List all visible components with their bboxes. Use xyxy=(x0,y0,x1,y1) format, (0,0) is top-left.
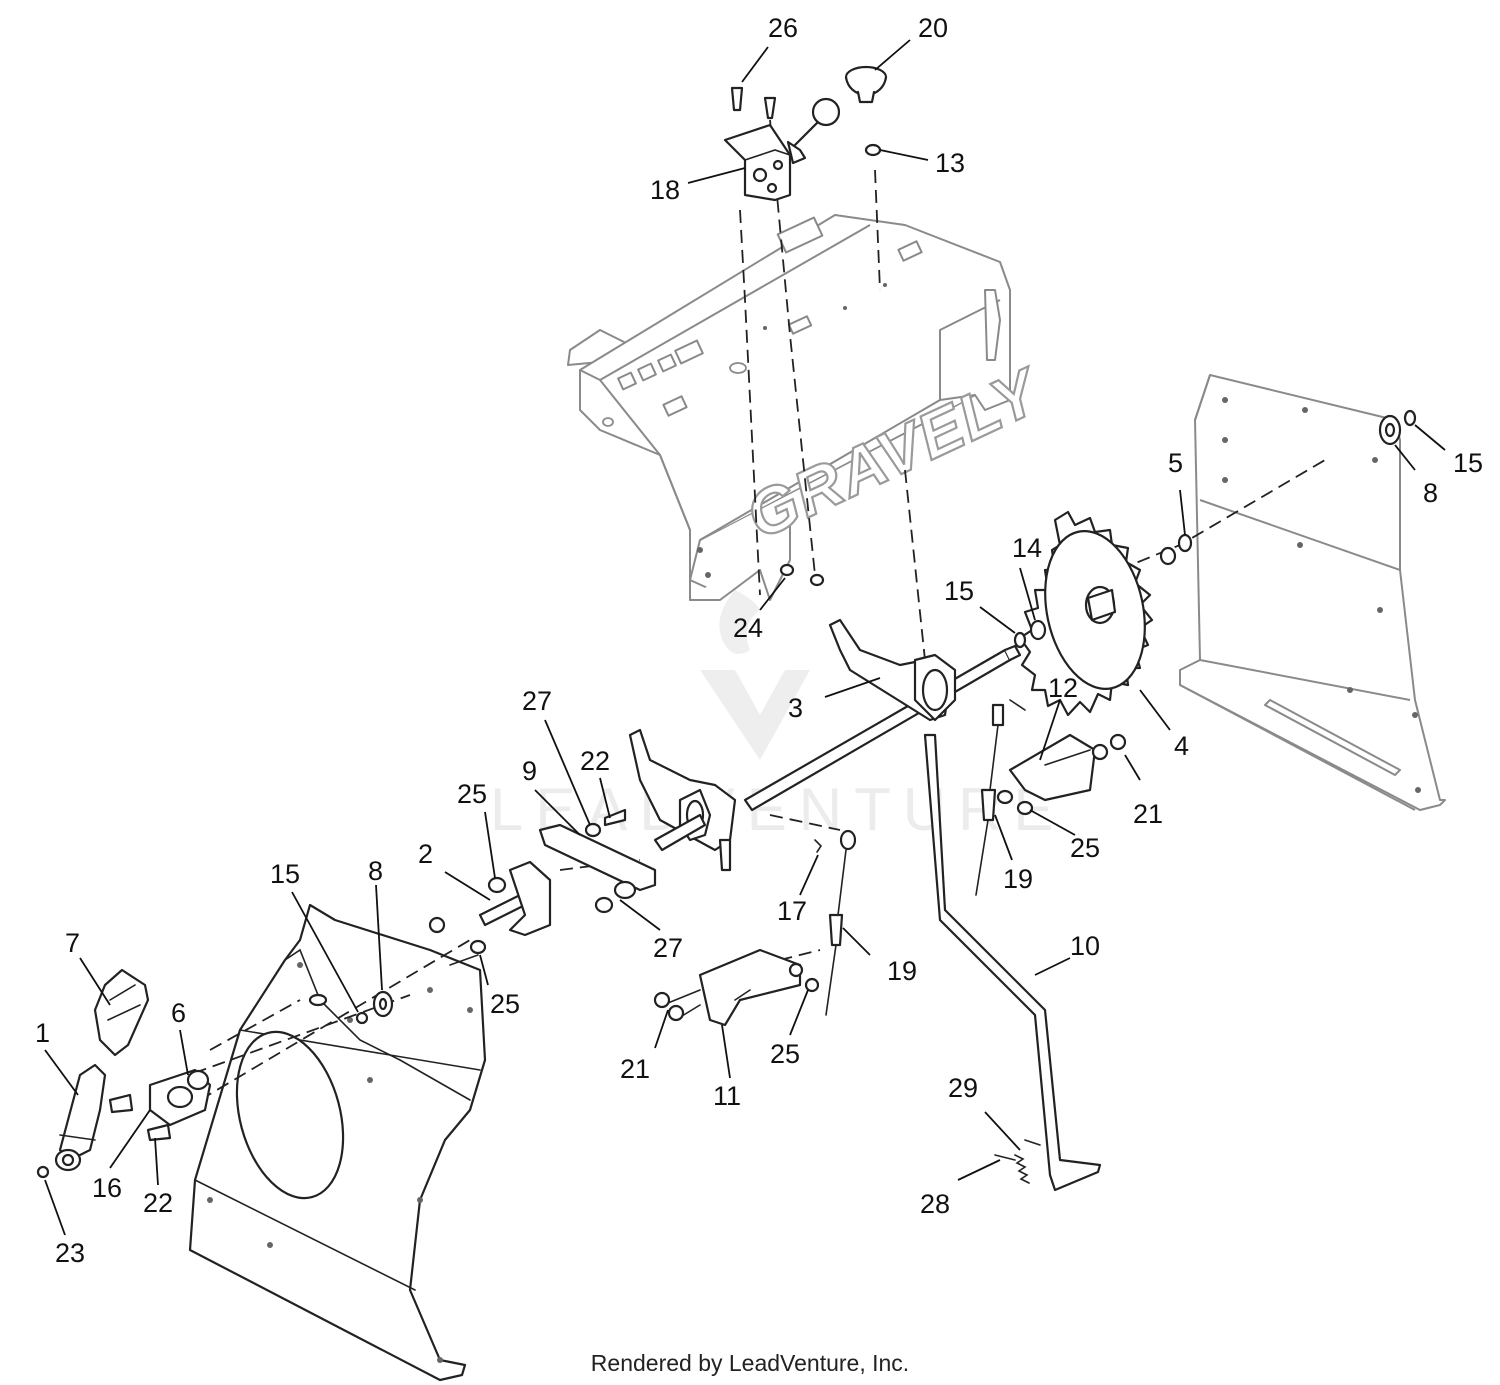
callout-4: 4 xyxy=(1174,731,1189,761)
bushing-8-left xyxy=(355,990,394,1025)
callout-14: 14 xyxy=(1012,533,1042,563)
left-side-plate xyxy=(188,903,487,1382)
callout-10: 10 xyxy=(1070,931,1100,961)
main-shaft-3 xyxy=(743,618,1022,812)
callout-11: 11 xyxy=(713,1081,741,1111)
link-2 xyxy=(428,823,657,966)
callout-21-right: 21 xyxy=(1133,799,1163,829)
callout-17: 17 xyxy=(777,896,807,926)
leader-lines xyxy=(44,39,1446,1236)
washer-23 xyxy=(36,1165,50,1179)
washer-14 xyxy=(1013,619,1047,649)
callout-22-bottom: 22 xyxy=(143,1188,173,1218)
callout-13: 13 xyxy=(935,148,965,178)
callout-18: 18 xyxy=(650,175,680,205)
callout-27-bottom: 27 xyxy=(653,933,683,963)
nut-24 xyxy=(779,563,825,587)
callout-6: 6 xyxy=(171,998,186,1028)
callout-25-left: 25 xyxy=(490,989,520,1019)
callout-9: 9 xyxy=(522,756,537,786)
callout-12: 12 xyxy=(1048,673,1078,703)
shift-lever-assembly xyxy=(723,86,841,202)
watermark: LEADVENTURE xyxy=(490,590,1053,843)
right-side-plate xyxy=(1179,374,1446,811)
callout-15-shaft: 15 xyxy=(944,576,974,606)
callout-23: 23 xyxy=(55,1238,85,1268)
bracket-12 xyxy=(996,733,1127,816)
callout-7: 7 xyxy=(65,928,80,958)
callout-1: 1 xyxy=(35,1018,50,1048)
callout-24: 24 xyxy=(733,613,763,643)
callout-28: 28 xyxy=(920,1189,950,1219)
cable-19-right xyxy=(975,699,1026,896)
cable-19-center xyxy=(825,829,857,1016)
bearing-6 xyxy=(108,1068,212,1142)
callout-3: 3 xyxy=(788,693,803,723)
clip-17 xyxy=(814,839,823,853)
callout-15-right: 15 xyxy=(1453,448,1483,478)
callout-2: 2 xyxy=(418,839,433,869)
callout-20: 20 xyxy=(918,13,948,43)
callout-25-center: 25 xyxy=(770,1039,800,1069)
callout-29: 29 xyxy=(948,1073,978,1103)
callout-16: 16 xyxy=(92,1173,122,1203)
spring-29 xyxy=(994,1139,1041,1184)
pedal-1 xyxy=(54,1063,107,1172)
callout-8-left: 8 xyxy=(368,856,383,886)
callout-26: 26 xyxy=(768,13,798,43)
bellcrank-9 xyxy=(584,728,737,872)
callout-5: 5 xyxy=(1168,448,1183,478)
callouts: 26 20 13 18 24 3 14 15 5 15 8 4 12 21 25… xyxy=(35,13,1483,1268)
callout-19-right: 19 xyxy=(1003,864,1033,894)
rod-10 xyxy=(923,733,1102,1192)
nut-13 xyxy=(864,143,882,157)
bracket-11 xyxy=(653,948,820,1027)
callout-21-center: 21 xyxy=(620,1054,650,1084)
pad-7 xyxy=(93,968,150,1057)
callout-25-top: 25 xyxy=(457,779,487,809)
callout-27-top: 27 xyxy=(522,686,552,716)
callout-25-right: 25 xyxy=(1070,833,1100,863)
callout-22-top: 22 xyxy=(580,746,610,776)
sprocket-4 xyxy=(1018,510,1193,717)
callout-15-left: 15 xyxy=(270,859,300,889)
callout-19-center: 19 xyxy=(887,956,917,986)
bushing-8-right xyxy=(1378,409,1417,446)
callout-8-right: 8 xyxy=(1423,478,1438,508)
console-panel: GRAVELY xyxy=(567,214,1054,601)
footer-credit: Rendered by LeadVenture, Inc. xyxy=(590,1350,910,1376)
knob-20 xyxy=(844,65,888,104)
